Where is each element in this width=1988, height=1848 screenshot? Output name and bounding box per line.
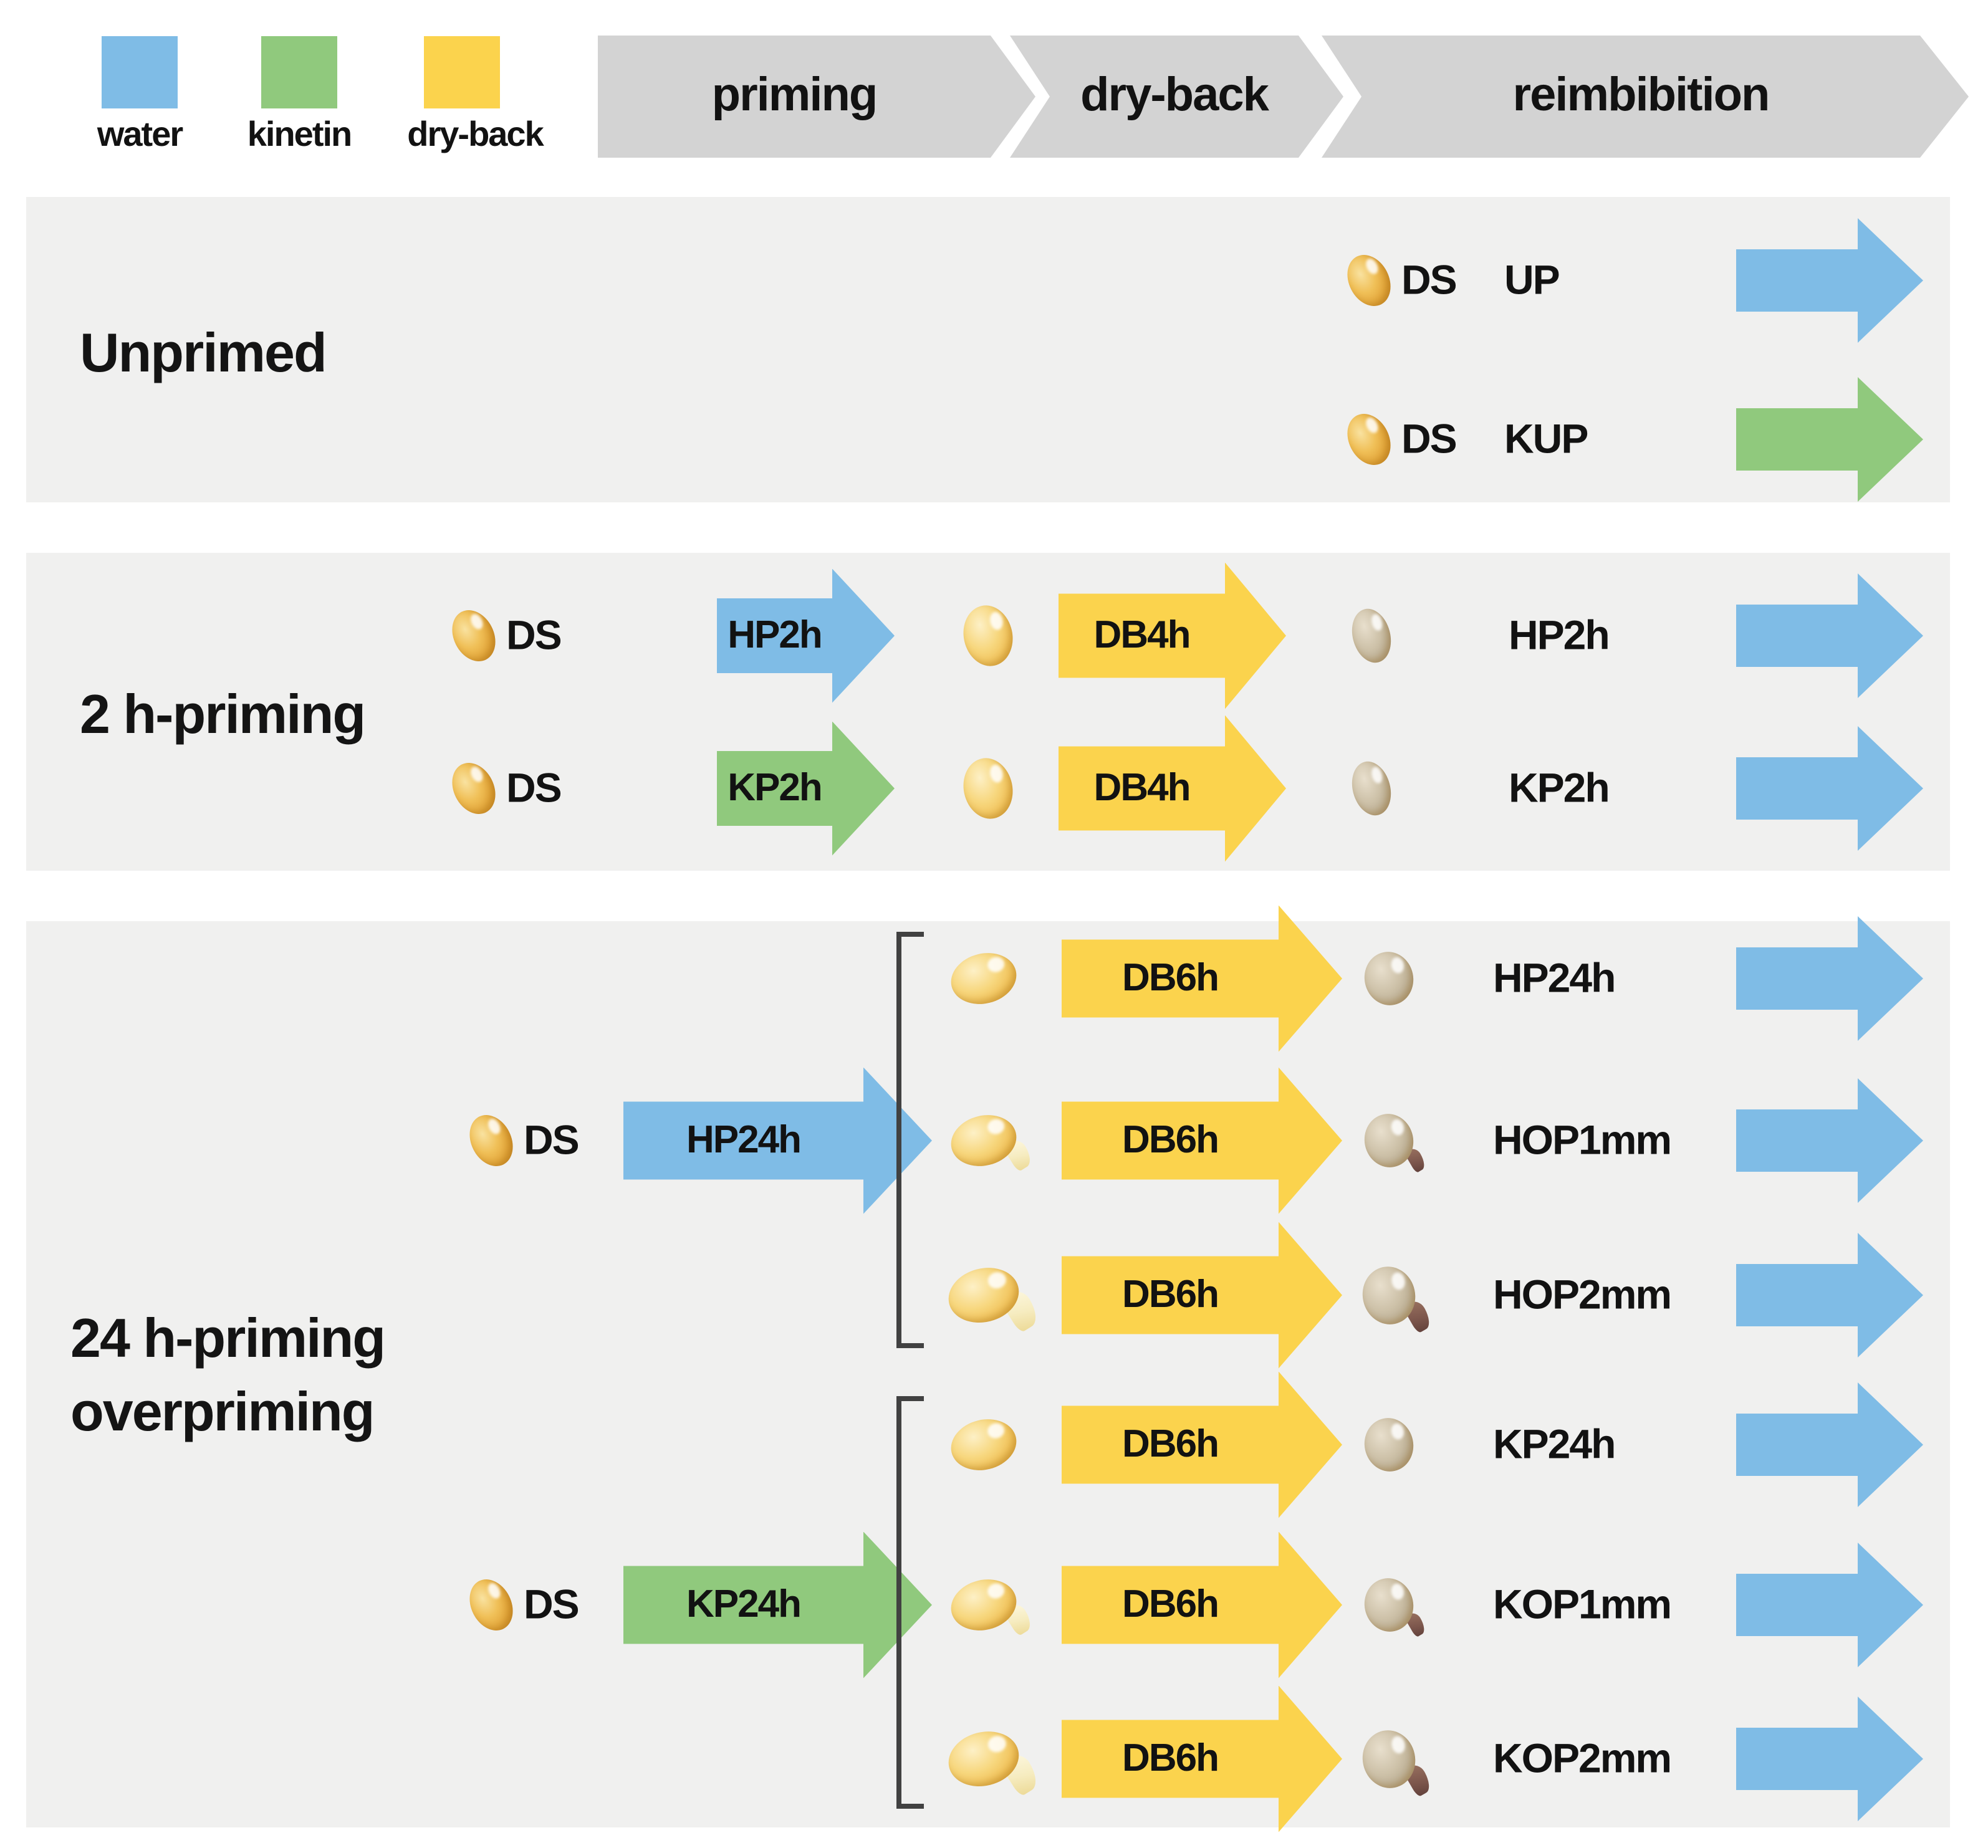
phase-label: priming xyxy=(711,68,878,122)
group-bracket xyxy=(896,932,924,1348)
phase-label: dry-back xyxy=(1080,68,1269,122)
phase-label: reimbibition xyxy=(1512,68,1770,122)
seed-label: DS xyxy=(524,1116,580,1163)
seed-label: DS xyxy=(506,611,562,658)
arrow-label: DB6h xyxy=(1122,1273,1219,1316)
phase-chevron-reimbibition: reimbibition xyxy=(1322,36,1969,158)
arrow-label: HP24h xyxy=(686,1118,802,1162)
row-code-label: KOP1mm xyxy=(1493,1581,1672,1627)
seed-label: DS xyxy=(1401,256,1457,303)
phase-chevron-dryback: dry-back xyxy=(1010,36,1343,158)
row-code-label: KP24h xyxy=(1493,1420,1616,1467)
section-panel-0 xyxy=(26,197,1950,502)
row-code-label: KUP xyxy=(1504,415,1588,462)
legend-swatch-dryback xyxy=(424,36,500,108)
arrow-label: DB4h xyxy=(1093,613,1191,657)
arrow-label: DB6h xyxy=(1122,1582,1219,1626)
row-code-label: HP2h xyxy=(1509,611,1610,658)
section-title: Unprimed xyxy=(80,322,327,384)
row-code-label: HP24h xyxy=(1493,954,1616,1001)
arrow-label: DB6h xyxy=(1122,956,1219,1000)
seed-label: DS xyxy=(524,1581,580,1627)
legend-label: water xyxy=(97,114,183,153)
seed-label: DS xyxy=(506,764,562,811)
legend-swatch-water xyxy=(102,36,178,108)
arrow-label: DB6h xyxy=(1122,1736,1219,1780)
section-panel-2 xyxy=(26,921,1950,1827)
row-code-label: HOP2mm xyxy=(1493,1271,1672,1318)
row-code-label: UP xyxy=(1504,256,1560,303)
group-bracket xyxy=(896,1396,924,1809)
arrow-label: KP2h xyxy=(727,766,822,810)
phase-chevron-priming: priming xyxy=(598,36,1035,158)
arrow-label: KP24h xyxy=(686,1582,802,1626)
legend-label: kinetin xyxy=(247,114,352,153)
section-title: 2 h-priming xyxy=(80,683,366,745)
arrow-label: HP2h xyxy=(727,613,822,657)
legend-swatch-kinetin xyxy=(261,36,337,108)
section-title: 24 h-priming overpriming xyxy=(70,1307,386,1442)
row-code-label: KOP2mm xyxy=(1493,1735,1672,1781)
arrow-label: DB6h xyxy=(1122,1118,1219,1162)
arrow-label: DB4h xyxy=(1093,766,1191,810)
seed-label: DS xyxy=(1401,415,1457,462)
arrow-label: DB6h xyxy=(1122,1422,1219,1466)
legend-label: dry-back xyxy=(407,114,544,153)
row-code-label: HOP1mm xyxy=(1493,1116,1672,1163)
row-code-label: KP2h xyxy=(1509,764,1610,811)
